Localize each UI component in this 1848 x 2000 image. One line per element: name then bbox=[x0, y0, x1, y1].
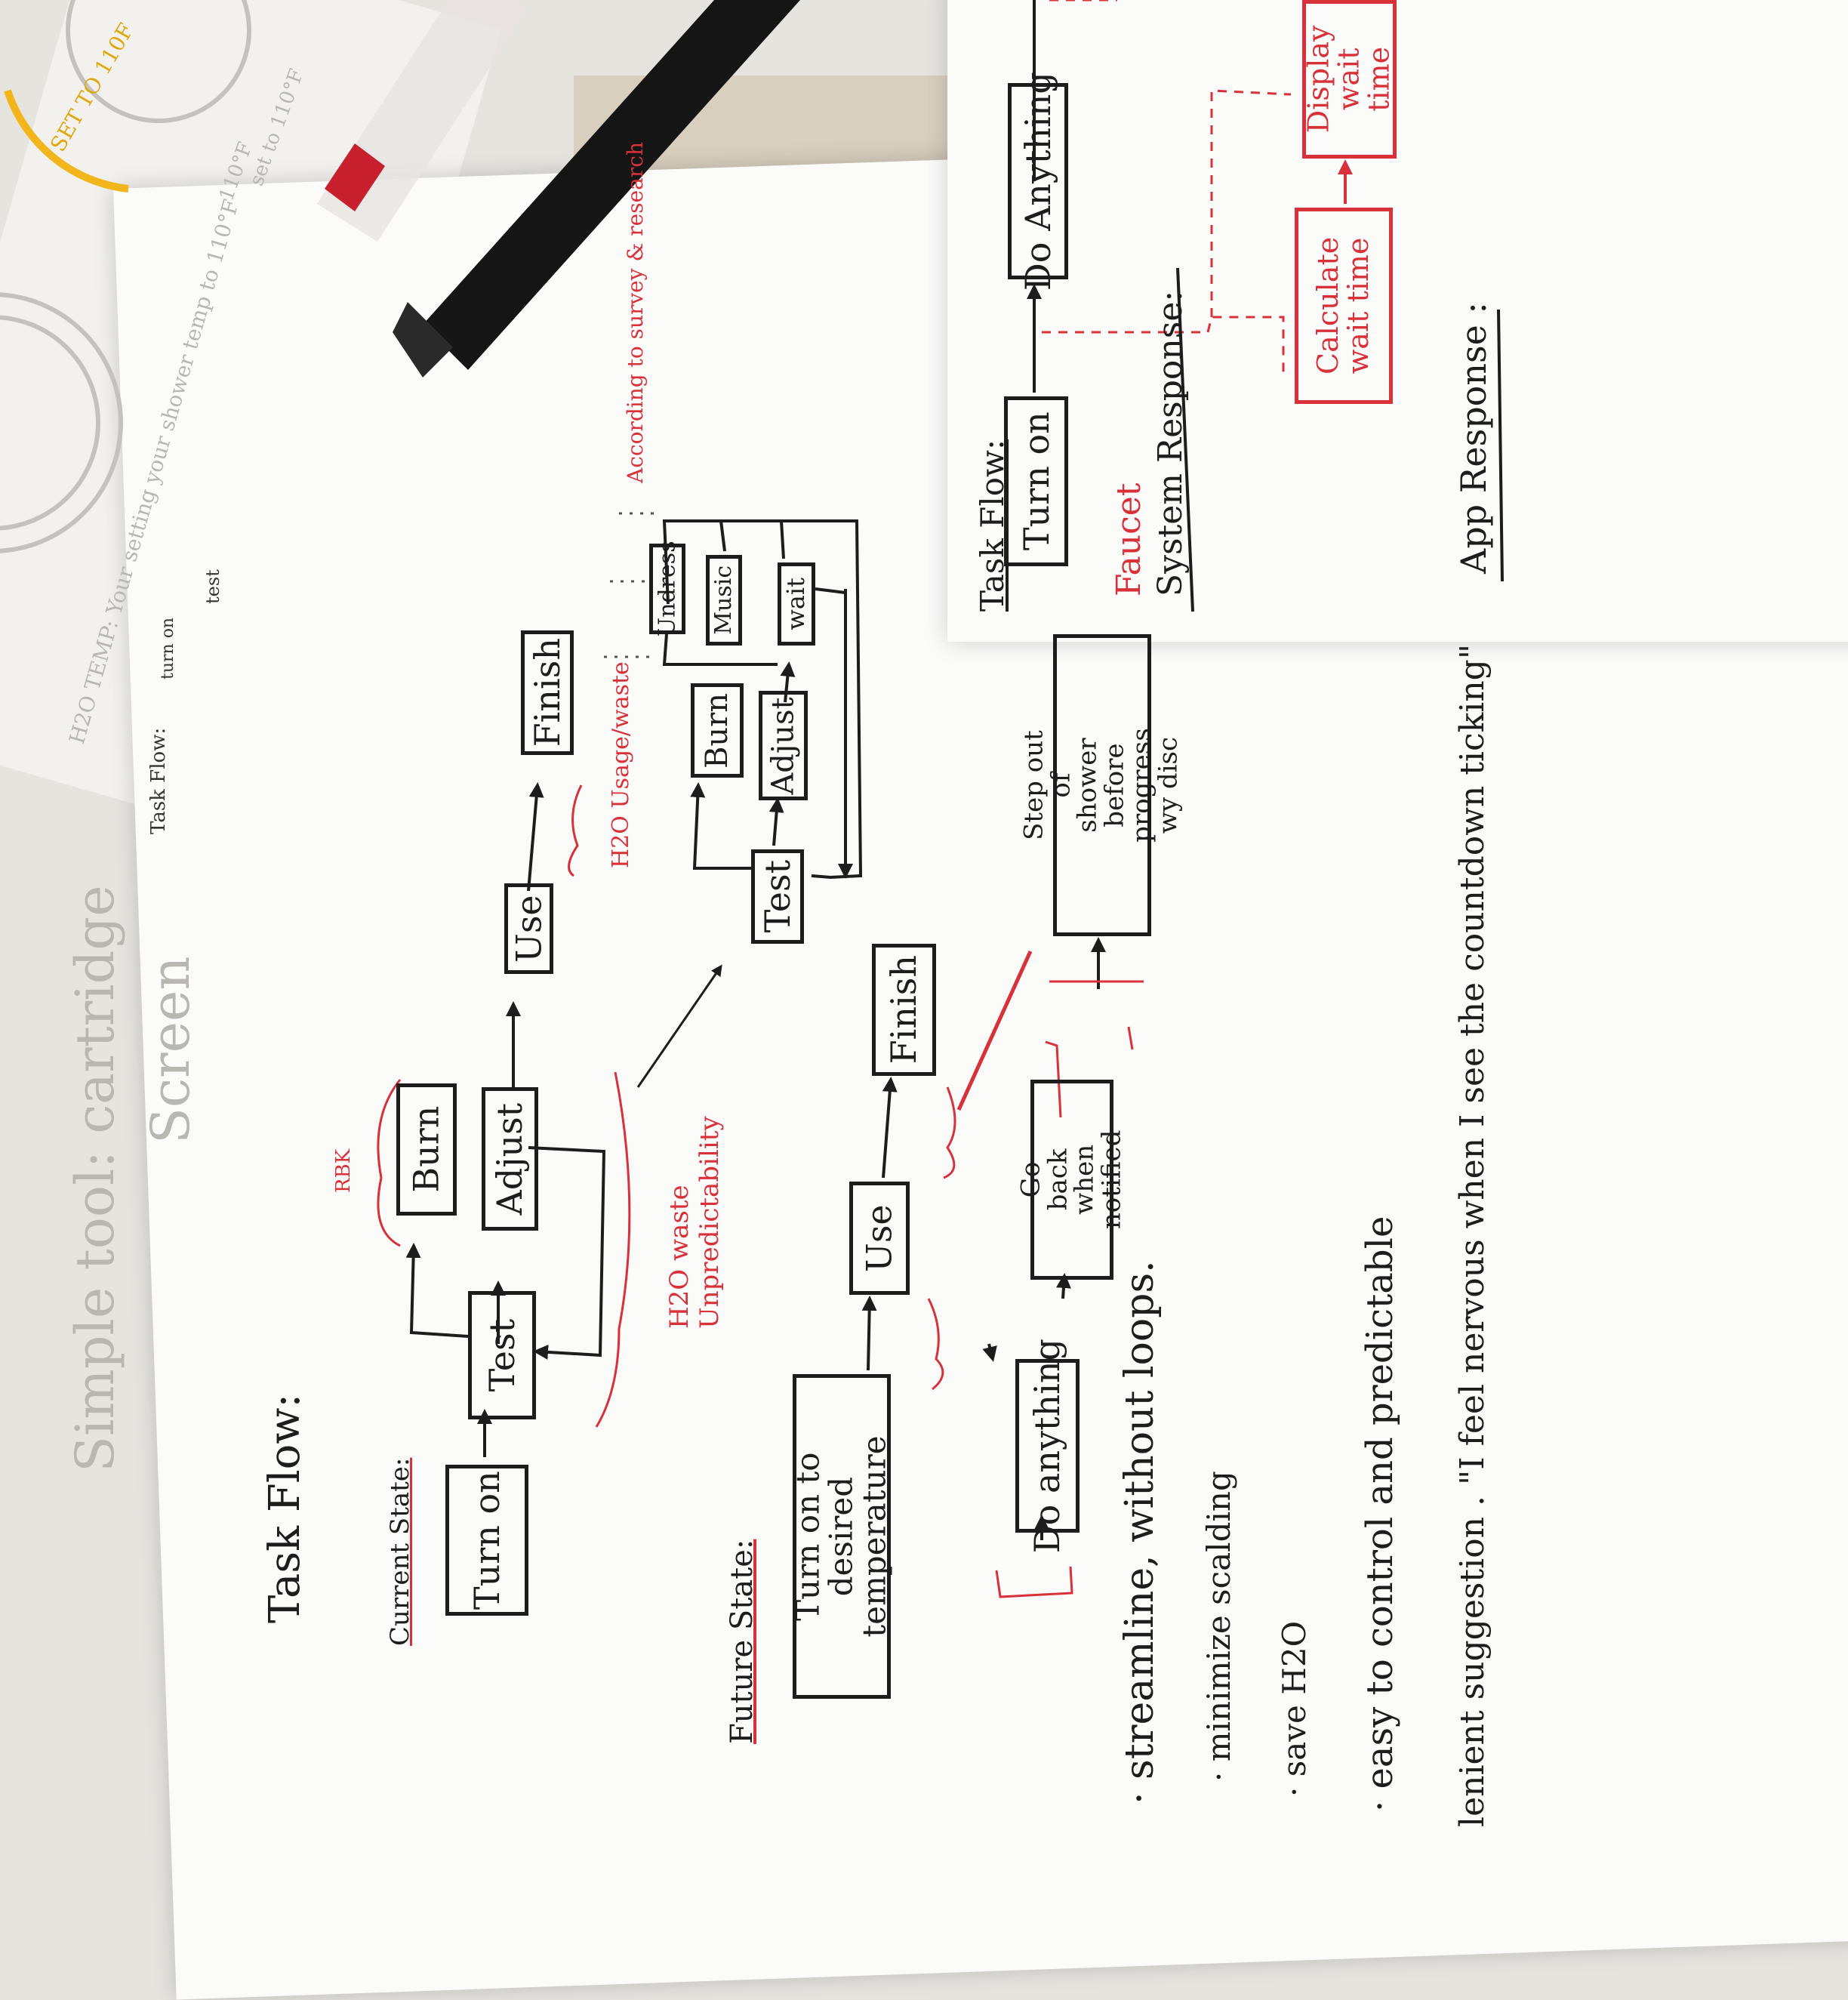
overlay-node-do-anything: Do Anything bbox=[1008, 72, 1068, 291]
detail-node-burn: Burn bbox=[691, 683, 744, 778]
detail-node-music: Music bbox=[706, 555, 742, 646]
future-node-do-anything: Do anything bbox=[1015, 1339, 1080, 1553]
node-turn-on: Turn on bbox=[445, 1465, 528, 1616]
goal-5: lenient suggestion . "I feel nervous whe… bbox=[1453, 643, 1492, 1827]
black-pen bbox=[393, 0, 800, 378]
detail-node-test: Test bbox=[751, 849, 804, 944]
node-finish-label: Finish bbox=[526, 638, 568, 747]
overlay-calculate-label: Calculate wait time bbox=[1311, 236, 1375, 375]
future-go-back-label: Go back when notified bbox=[1015, 1129, 1127, 1230]
detail-music-label: Music bbox=[710, 565, 738, 635]
detail-test-label: Test bbox=[756, 860, 798, 933]
node-burn: Burn bbox=[396, 1083, 457, 1216]
goal-1: · streamline, without loops. bbox=[1117, 1260, 1163, 1804]
future-do-anything-label: Do anything bbox=[1027, 1338, 1068, 1554]
pencil-circles bbox=[0, 0, 251, 553]
detail-adjust-label: Adjust bbox=[765, 696, 801, 795]
future-node-use: Use bbox=[849, 1182, 910, 1295]
background-task-flow-label: Task Flow: bbox=[147, 727, 170, 834]
node-test-label: Test bbox=[481, 1318, 522, 1392]
detail-burn-label: Burn bbox=[700, 692, 735, 769]
detail-node-undress: Undress bbox=[649, 541, 685, 637]
red-pen bbox=[317, 0, 528, 242]
note-h2o-usage: H2O Usage/waste bbox=[608, 661, 634, 868]
background-subtitle: Screen bbox=[140, 956, 202, 1144]
yellow-arc bbox=[4, 89, 129, 193]
overlay-node-turn-on: Turn on bbox=[1004, 396, 1068, 566]
background-turn-on: turn on bbox=[159, 617, 177, 680]
goal-2: · minimize scalding bbox=[1200, 1471, 1237, 1782]
future-step-out-label: Step out of shower before progress wy di… bbox=[1018, 728, 1184, 843]
goal-4: · easy to control and predictable bbox=[1359, 1216, 1401, 1812]
node-burn-label: Burn bbox=[405, 1105, 447, 1194]
background-title: Simple tool: cartridge bbox=[64, 885, 126, 1472]
current-state-label: Current State: bbox=[385, 1457, 415, 1646]
overlay-node-display: Display wait time bbox=[1302, 0, 1397, 159]
future-node-step-out: Step out of shower before progress wy di… bbox=[1019, 634, 1184, 936]
node-use: Use bbox=[504, 883, 553, 974]
future-node-finish: Finish bbox=[872, 944, 936, 1076]
system-response-label: System Response: bbox=[1151, 290, 1190, 596]
detail-undress-label: Undress bbox=[654, 541, 681, 637]
node-test: Test bbox=[468, 1291, 536, 1419]
note-survey: According to survey & research bbox=[623, 142, 648, 483]
detail-node-adjust: Adjust bbox=[759, 691, 808, 800]
overlay-turn-on-label: Turn on bbox=[1015, 411, 1057, 551]
overlay-sheet bbox=[947, 0, 1848, 642]
red-diagonal bbox=[956, 950, 1033, 1111]
note-rbk: RBK bbox=[332, 1148, 355, 1193]
future-use-label: Use bbox=[858, 1204, 900, 1272]
overlay-display-label: Display wait time bbox=[1301, 25, 1396, 134]
node-adjust-label: Adjust bbox=[489, 1102, 531, 1216]
node-adjust: Adjust bbox=[482, 1087, 538, 1231]
background-test: test bbox=[202, 569, 223, 604]
diagram-lines bbox=[0, 0, 1504, 1598]
overlay-do-anything-label: Do Anything bbox=[1017, 72, 1058, 291]
note-h2o-waste: H2O waste bbox=[664, 1185, 695, 1329]
faucet-label: Faucet bbox=[1110, 482, 1148, 596]
note-unpredictability: Unpredictability bbox=[695, 1116, 725, 1329]
node-finish: Finish bbox=[521, 630, 574, 755]
main-heading: Task Flow: bbox=[260, 1393, 310, 1623]
node-turn-on-label: Turn on bbox=[466, 1471, 507, 1610]
node-use-label: Use bbox=[508, 895, 550, 963]
future-turn-on-label: Turn on to desired temperature bbox=[789, 1435, 894, 1638]
overlay-node-calculate: Calculate wait time bbox=[1295, 208, 1393, 404]
future-state-label: Future State: bbox=[725, 1539, 759, 1744]
app-response-label: App Response : bbox=[1453, 302, 1494, 574]
future-node-turn-on: Turn on to desired temperature bbox=[789, 1374, 894, 1699]
detail-wait-label: wait bbox=[781, 578, 811, 630]
future-node-go-back: Go back when notified bbox=[1016, 1080, 1127, 1280]
future-finish-label: Finish bbox=[883, 955, 925, 1065]
detail-node-wait: wait bbox=[778, 562, 815, 646]
goal-3: · save H2O bbox=[1276, 1620, 1313, 1797]
